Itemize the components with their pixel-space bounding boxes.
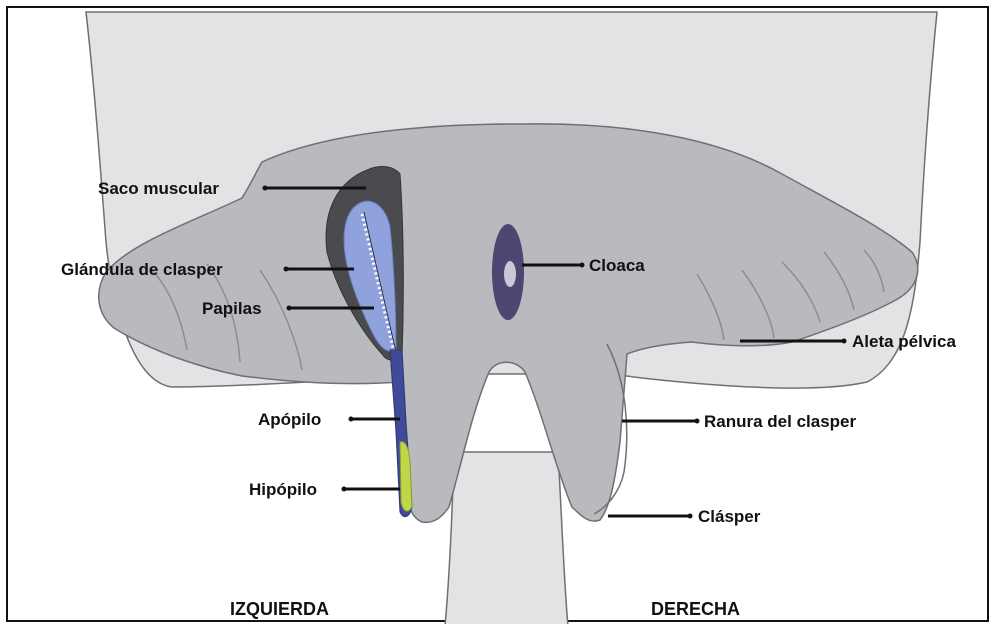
label-cloaca: Cloaca (589, 256, 645, 275)
label-clasper: Clásper (698, 507, 761, 526)
label-izquierda: IZQUIERDA (230, 599, 329, 619)
label-saco-muscular: Saco muscular (98, 179, 219, 198)
label-glandula-clasper: Glándula de clasper (61, 260, 223, 279)
label-ranura-clasper: Ranura del clasper (704, 412, 857, 431)
label-hipopilo: Hipópilo (249, 480, 317, 499)
label-apopilo: Apópilo (258, 410, 321, 429)
tail-stalk (445, 452, 568, 624)
cloaca-opening (504, 261, 516, 287)
label-aleta-pelvica: Aleta pélvica (852, 332, 956, 351)
diagram-frame: Saco muscular Glándula de clasper Papila… (6, 6, 989, 622)
label-derecha: DERECHA (651, 599, 740, 619)
pelvic-fin-diagram: Saco muscular Glándula de clasper Papila… (8, 8, 991, 624)
label-papilas: Papilas (202, 299, 262, 318)
